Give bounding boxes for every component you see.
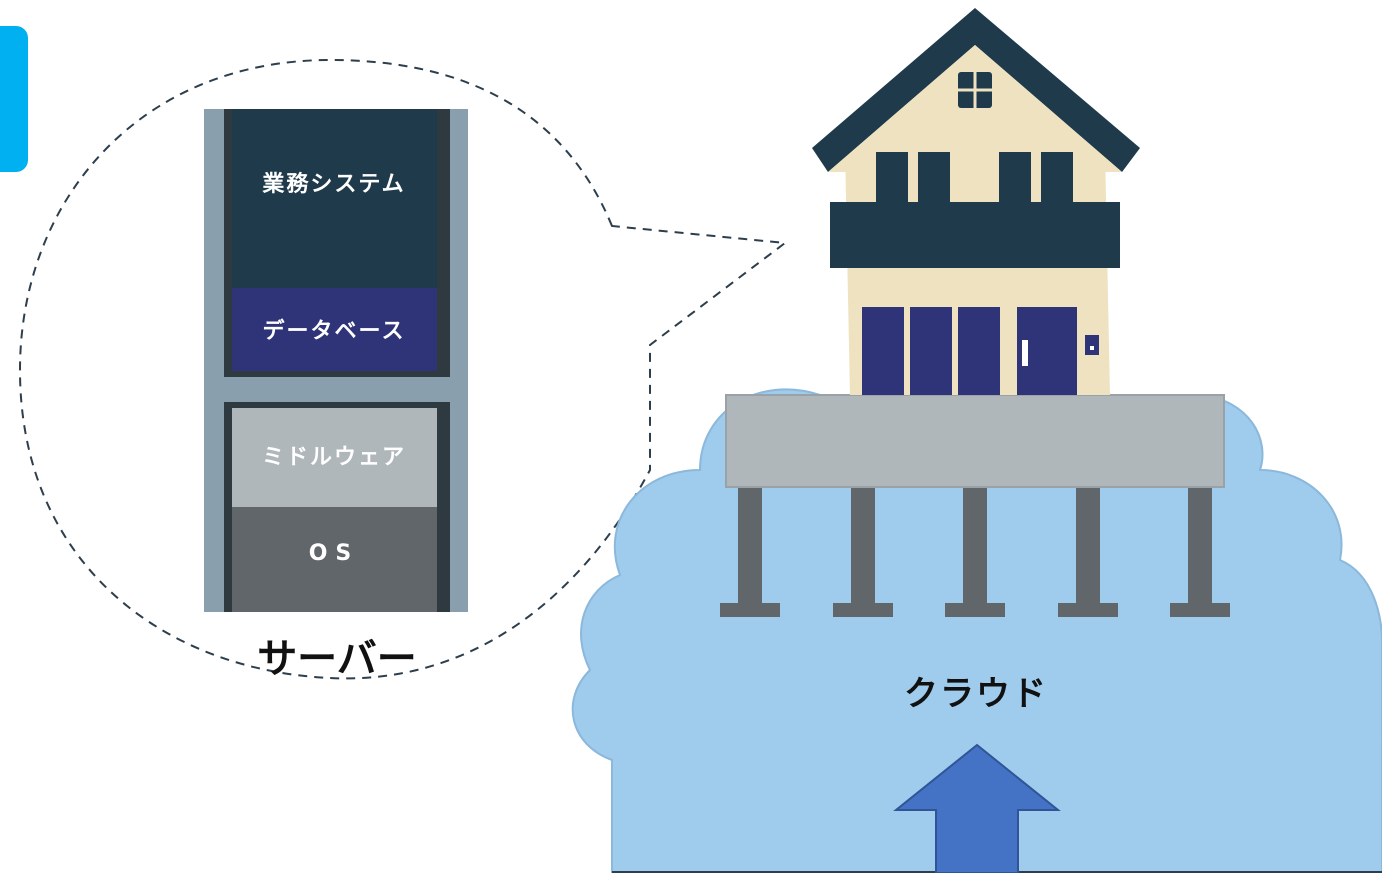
pillars (720, 487, 1230, 617)
server-label: サーバー (257, 636, 417, 682)
cloud-icon (571, 388, 1382, 873)
house-icon (812, 8, 1140, 395)
side-accent-tab (0, 26, 28, 172)
cloud-label: クラウド (904, 674, 1048, 714)
platform (725, 394, 1225, 488)
layer-middleware (232, 408, 437, 507)
layer-label-os: OS (309, 541, 360, 566)
layer-database (232, 288, 437, 371)
zoom-callout-bubble (18, 58, 788, 680)
layer-os (232, 507, 437, 612)
layer-label-business-system: 業務システム (262, 171, 405, 197)
server-stack: 業務システム データベース ミドルウェア OS (204, 109, 468, 612)
layer-business-system (232, 109, 437, 288)
layer-label-database: データベース (263, 318, 406, 344)
layer-label-middleware: ミドルウェア (262, 445, 406, 470)
up-arrow-icon (893, 743, 1061, 873)
